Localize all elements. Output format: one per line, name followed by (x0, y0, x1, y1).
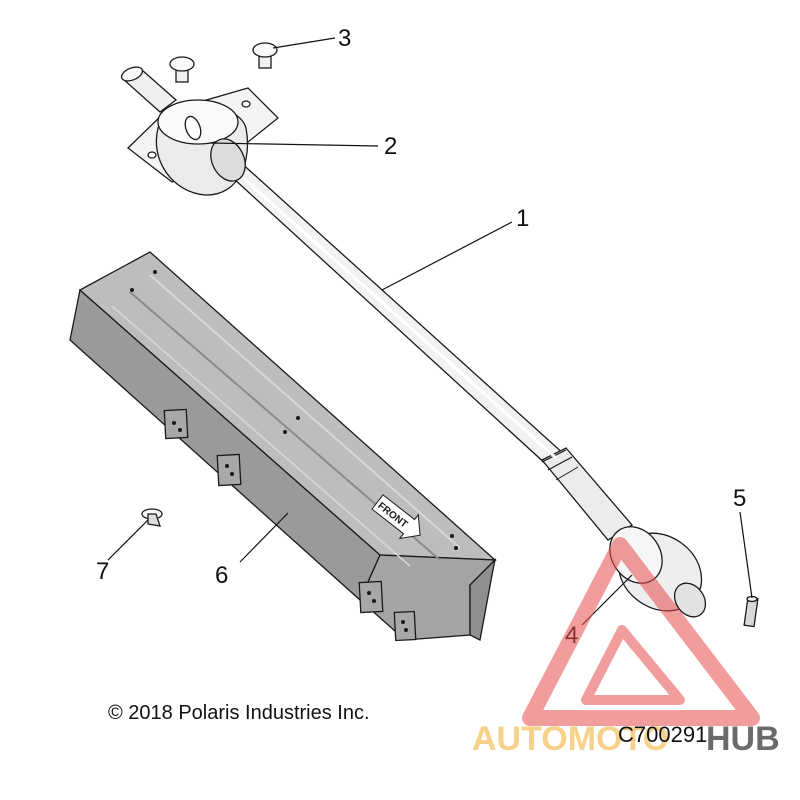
heat-shield-hole (296, 416, 300, 420)
heat-shield-end-tab (469, 558, 497, 641)
heat-shield-hole (230, 472, 234, 476)
roll-pin (743, 595, 759, 628)
coupler-bore (673, 582, 707, 618)
heat-shield-rib (111, 305, 411, 567)
heat-shield-hole (454, 546, 458, 550)
bolt-head (169, 56, 195, 72)
bearing-bore (210, 138, 246, 182)
heat-shield-tab (216, 453, 242, 487)
bolt-head (252, 42, 278, 58)
heat-shield-hole (172, 421, 176, 425)
shaft-ring (555, 466, 579, 481)
watermark-logo (522, 537, 760, 726)
leader-line-6 (239, 512, 289, 563)
bracket-hole (147, 151, 157, 159)
heat-shield-tab (163, 408, 189, 440)
heat-shield-rib (149, 274, 461, 549)
watermark-text-hub: HUB (706, 720, 780, 758)
leader-line-2 (209, 142, 379, 147)
callout-5: 5 (733, 485, 746, 512)
bolt (169, 56, 195, 83)
leader-line-5 (739, 511, 753, 599)
watermark-triangle-icon (522, 537, 760, 726)
callout-6: 6 (215, 562, 228, 589)
leader-line-1 (381, 221, 513, 291)
heat-shield-hole (283, 430, 287, 434)
heat-shield-hole (404, 628, 408, 632)
shaft-ring (547, 456, 573, 471)
callout-2: 2 (384, 133, 397, 160)
input-spline-end (120, 66, 144, 82)
leader-line-7 (107, 519, 149, 561)
heat-shield: FRONT (69, 251, 497, 642)
heat-shield-hole (367, 591, 371, 595)
heat-shield-hole (450, 534, 454, 538)
heat-shield-hole (372, 599, 376, 603)
heat-shield-tab (393, 610, 417, 642)
watermark-inner-triangle-icon (581, 625, 685, 705)
shaft-highlight (230, 166, 558, 460)
heat-shield-hole (225, 464, 229, 468)
leader-line-3 (272, 37, 336, 49)
callout-1: 1 (516, 205, 529, 232)
watermark-text-automoto: AUTOMOTO (472, 720, 669, 758)
bolt (252, 42, 278, 69)
prop-shaft (220, 159, 633, 541)
diagram-id: C700291 (618, 722, 707, 747)
heat-shield-tab (358, 580, 384, 614)
callout-7: 7 (96, 558, 109, 585)
heat-shield-hole (153, 270, 157, 274)
bearing-slot (184, 115, 202, 141)
shaft-coupler (609, 526, 707, 618)
shaft-slip-section (540, 447, 633, 541)
heat-shield-hole (130, 288, 134, 292)
heat-shield-hole (178, 428, 182, 432)
callout-3: 3 (338, 25, 351, 52)
copyright-text: © 2018 Polaris Industries Inc. (108, 702, 370, 724)
bracket-hole (241, 100, 251, 108)
carrier-bearing (120, 66, 279, 196)
push-fastener (141, 508, 163, 527)
heat-shield-hole (401, 620, 405, 624)
